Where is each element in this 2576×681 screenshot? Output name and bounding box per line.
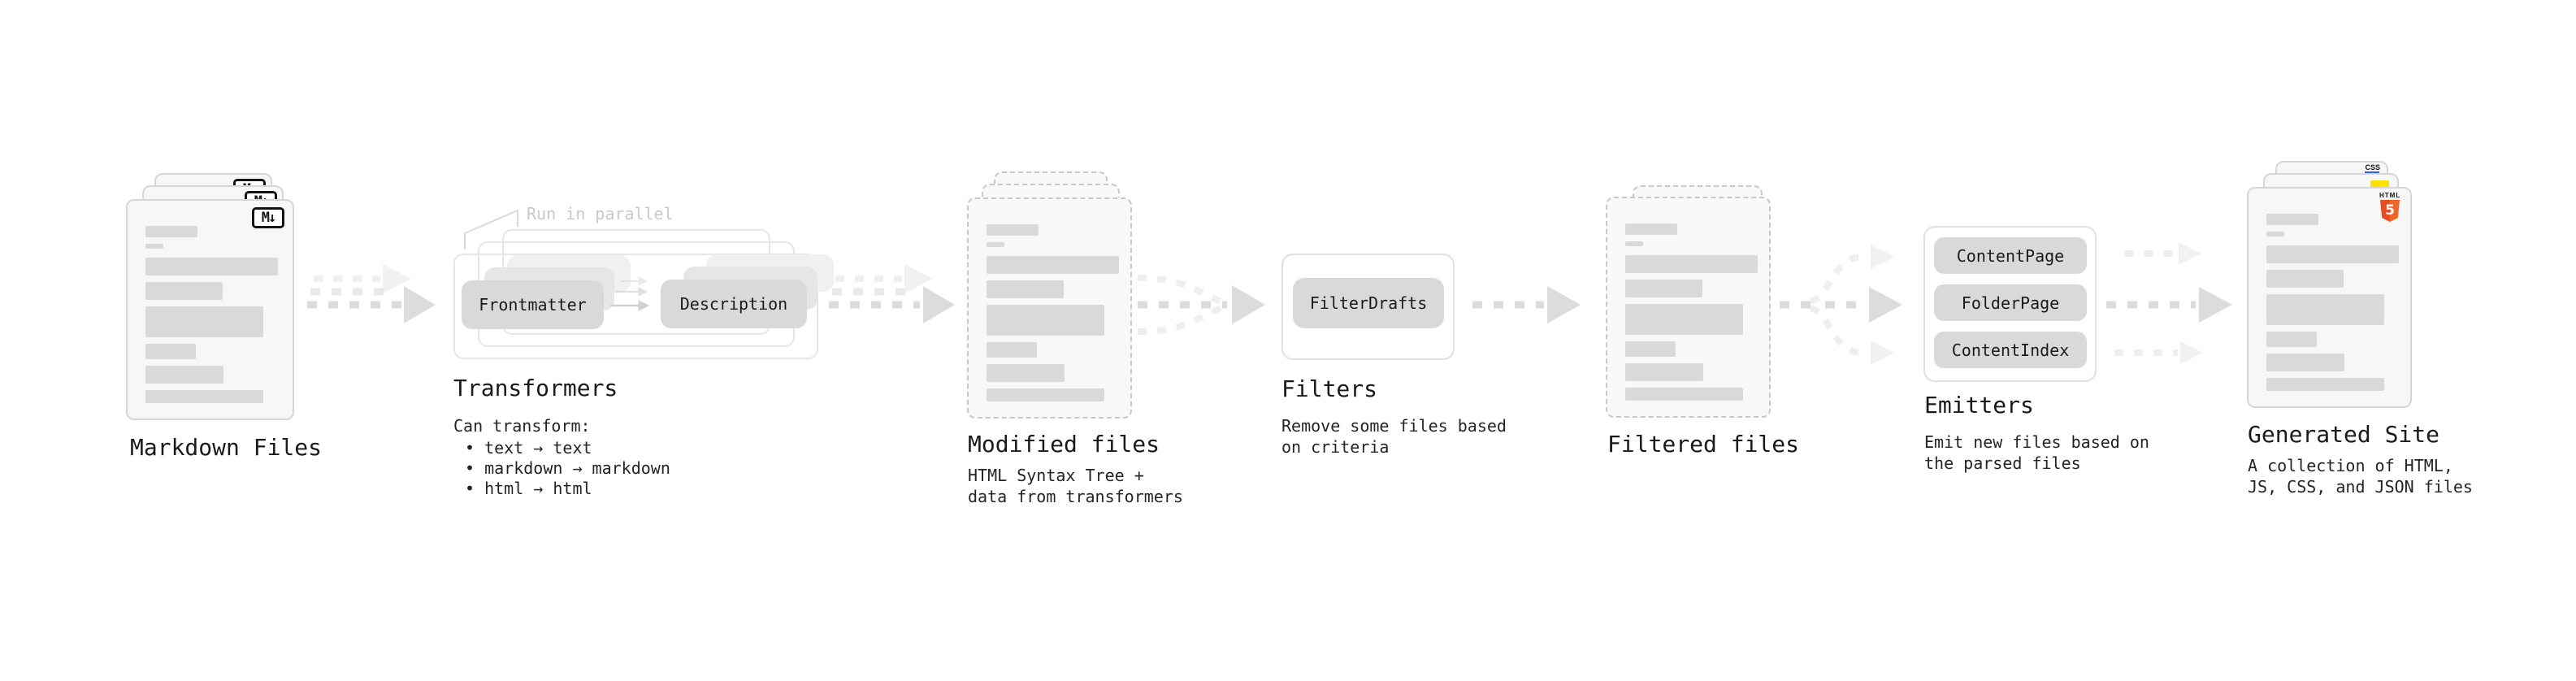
contentindex-pill: ContentIndex (1934, 332, 2087, 368)
arrow-filtered-to-emitters (1780, 245, 1902, 365)
skeleton-bar (2266, 232, 2284, 236)
skeleton-bar (2266, 214, 2318, 225)
arrow-markdown-to-transformers (307, 264, 436, 323)
arrow-filters-to-filtered (1472, 286, 1581, 323)
transformers-description: Can transform: (453, 416, 591, 436)
arrow-emitters-to-generated (2106, 242, 2232, 364)
skeleton-bar (1625, 363, 1703, 381)
skeleton-bar (987, 364, 1065, 382)
filters-subtitle-line1: Remove some files based (1281, 416, 1507, 436)
skeleton-bar (1625, 341, 1676, 357)
markdown-icon: M↓ (252, 207, 284, 228)
css-icon-label: CSS (2365, 163, 2380, 171)
skeleton-bar (145, 344, 196, 359)
skeleton-bar (145, 366, 223, 384)
skeleton-bar (1625, 255, 1758, 273)
skeleton-bar (987, 388, 1104, 401)
skeleton-bar (2266, 378, 2384, 391)
skeleton-bar (2266, 294, 2384, 325)
skeleton-bar (1625, 304, 1743, 335)
skeleton-bar (2266, 270, 2344, 288)
skeleton-bar (145, 258, 278, 275)
modified-subtitle-line2: data from transformers (968, 487, 1183, 506)
skeleton-bar (1625, 241, 1643, 246)
skeleton-bar (987, 305, 1104, 336)
skeleton-bar (987, 342, 1037, 358)
generated-subtitle-line1: A collection of HTML, (2248, 456, 2453, 475)
stage-title-filtered-files: Filtered files (1607, 431, 1800, 458)
filterdrafts-pill: FilterDrafts (1293, 278, 1444, 328)
transformer-card-front (453, 254, 818, 359)
html5-icon: HTML 5 (2379, 193, 2400, 222)
filtered-doc-front (1606, 197, 1771, 418)
skeleton-bar (145, 306, 263, 337)
transformers-bullet: • markdown → markdown (465, 458, 670, 478)
emitters-subtitle-line2: the parsed files (1924, 453, 2081, 473)
skeleton-bar (145, 226, 197, 237)
markdown-doc-front: M↓ (126, 199, 294, 420)
skeleton-bar (1625, 388, 1743, 401)
emitters-subtitle-line1: Emit new files based on (1924, 432, 2149, 452)
skeleton-bar (2266, 332, 2317, 347)
run-in-parallel-note: Run in parallel (527, 204, 674, 223)
document-skeleton (145, 226, 278, 410)
skeleton-bar (987, 242, 1004, 247)
document-skeleton (987, 224, 1119, 408)
modified-subtitle-line1: HTML Syntax Tree + (968, 466, 1144, 485)
stage-title-emitters: Emitters (1924, 392, 2034, 419)
skeleton-bar (987, 224, 1039, 236)
stage-title-filters: Filters (1281, 375, 1378, 402)
skeleton-bar (2266, 354, 2344, 371)
filters-subtitle-line2: on criteria (1281, 437, 1390, 457)
arrow-transformers-to-modified (829, 264, 955, 323)
frontmatter-pill: Frontmatter (462, 280, 604, 329)
transformers-bullet: • html → html (465, 479, 592, 498)
stage-title-generated-site: Generated Site (2248, 421, 2440, 448)
html5-shield: 5 (2380, 200, 2400, 222)
skeleton-bar (145, 244, 163, 249)
generated-subtitle-line2: JS, CSS, and JSON files (2248, 477, 2473, 497)
skeleton-bar (1625, 280, 1702, 297)
skeleton-bar (987, 256, 1119, 274)
stage-title-transformers: Transformers (453, 375, 618, 401)
description-pill: Description (661, 280, 807, 328)
stage-title-markdown-files: Markdown Files (130, 434, 323, 461)
folderpage-pill: FolderPage (1934, 284, 2087, 321)
html5-icon-label: HTML (2379, 192, 2401, 199)
skeleton-bar (145, 282, 223, 300)
skeleton-bar (1625, 223, 1677, 235)
skeleton-bar (145, 390, 263, 403)
document-skeleton (2266, 214, 2399, 397)
stage-title-modified-files: Modified files (968, 431, 1160, 458)
skeleton-bar (987, 280, 1064, 298)
contentpage-pill: ContentPage (1934, 237, 2087, 274)
html5-numeral: 5 (2385, 202, 2395, 219)
skeleton-bar (2266, 245, 2399, 263)
document-skeleton (1625, 223, 1758, 407)
arrow-modified-to-filters (1137, 275, 1265, 335)
transformers-bullet: • text → text (465, 438, 592, 458)
generated-doc-html: HTML 5 (2247, 187, 2412, 408)
modified-doc-front (967, 197, 1132, 419)
